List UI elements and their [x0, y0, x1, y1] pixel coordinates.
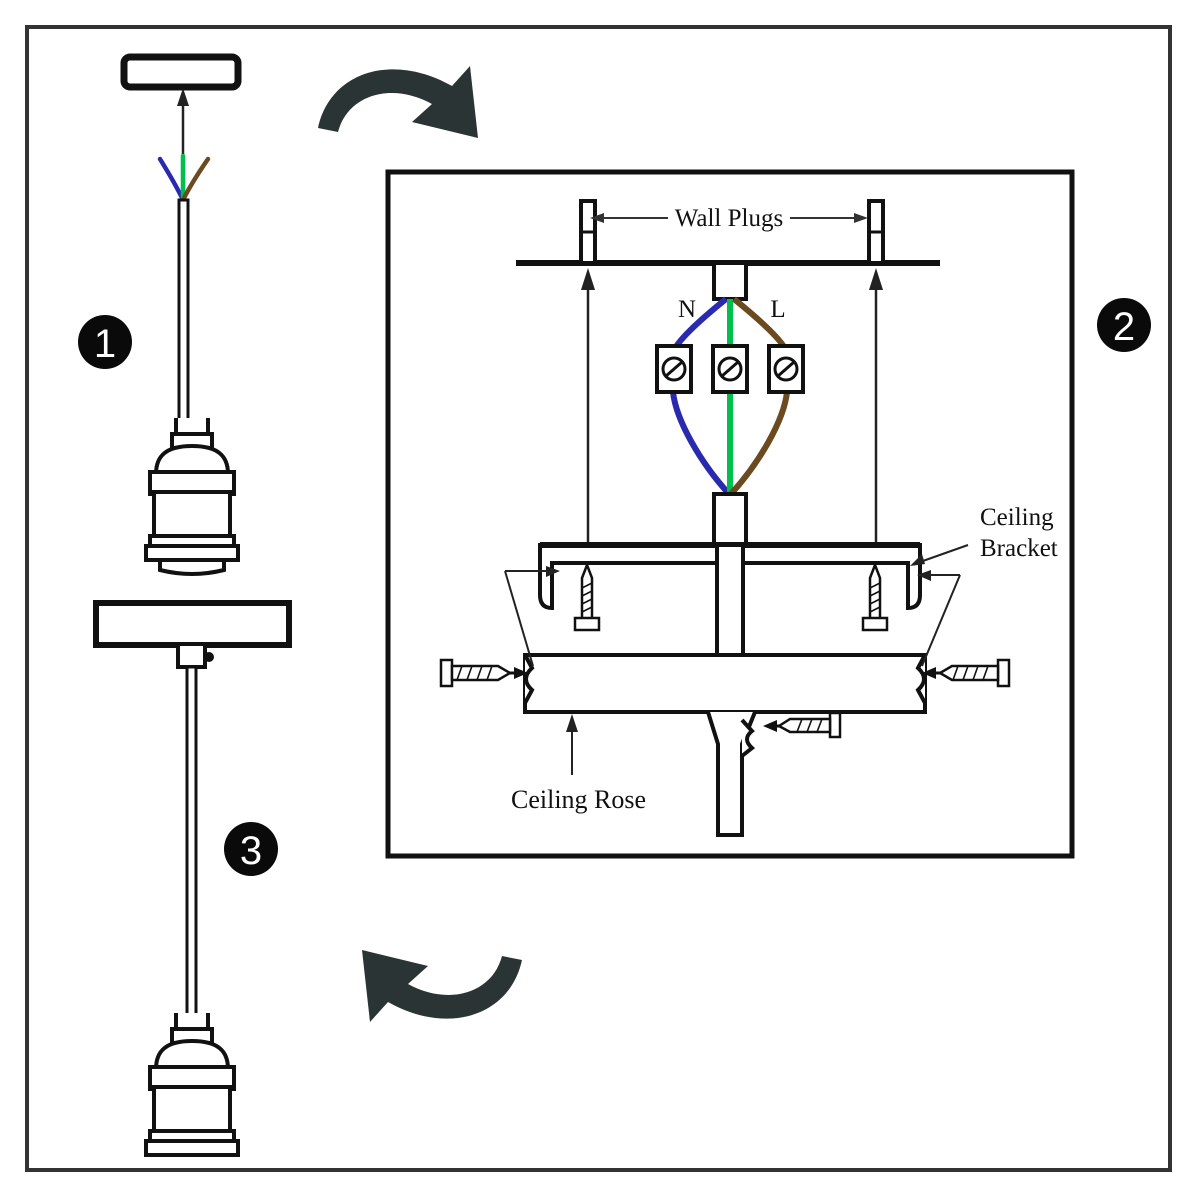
step-badge-3-number: 3: [240, 829, 262, 873]
step3-grip-knob: [204, 652, 214, 662]
step-badge-2-number: 2: [1113, 305, 1135, 349]
bracket-lip-leader-left: [504, 566, 560, 667]
step3-cord-grip: [176, 642, 207, 669]
step-1-group: [120, 53, 242, 576]
bracket-screw-left: [573, 561, 601, 632]
wall-plug-right-arrow: [869, 268, 883, 548]
ceiling-bracket-label-line1: Ceiling: [980, 504, 1054, 531]
terminal-neutral: [655, 344, 693, 394]
terminal-live: [767, 344, 805, 394]
wire-neutral-blue: [157, 156, 186, 203]
bracket-lip-leader-right: [917, 570, 961, 667]
step1-lamp-holder: [144, 418, 240, 576]
step-badge-2[interactable]: 2: [1097, 298, 1151, 352]
rose-screw-right: [922, 658, 1011, 688]
step1-top-plate: [120, 53, 242, 91]
ceiling-rose-label: Ceiling Rose: [511, 785, 646, 814]
terminal-live-label: L: [770, 296, 785, 323]
wall-plugs-leader-left: [590, 213, 668, 223]
step-3-group: [93, 600, 292, 1157]
wall-plug-right: [867, 199, 885, 265]
step1-cable: [177, 198, 190, 424]
curved-arrow-left-icon: [362, 950, 522, 1022]
ceiling-rose-leader: [566, 714, 578, 775]
terminal-earth: [711, 344, 749, 394]
ceiling-rose: [523, 653, 927, 714]
rose-grub-screw: [763, 711, 842, 739]
outer-frame: [25, 25, 1172, 1172]
step3-lamp-holder: [144, 1013, 240, 1157]
step3-cable: [185, 665, 198, 1021]
rose-cord-grip: [706, 711, 757, 837]
ceiling-flex-top: [712, 261, 748, 301]
wall-plug-left-arrow: [581, 268, 595, 548]
bracket-screw-right: [861, 561, 889, 632]
step-badge-1-number: 1: [94, 322, 116, 366]
step-badge-1[interactable]: 1: [78, 315, 132, 369]
wall-plugs-label: Wall Plugs: [675, 205, 783, 232]
wall-plug-left: [579, 199, 597, 265]
wire-live-brown: [180, 156, 211, 203]
curved-arrow-right-icon: [318, 66, 478, 138]
ceiling-bracket-label-line2: Bracket: [980, 535, 1058, 562]
step-badge-3[interactable]: 3: [224, 822, 278, 876]
bracket-center-tube: [715, 543, 745, 659]
wall-plugs-leader-right: [790, 213, 868, 223]
rose-screw-left: [439, 658, 528, 688]
step-2-group: Wall Plugs N L: [439, 199, 1058, 837]
ceiling-bracket-leader: [910, 544, 969, 566]
terminal-neutral-label: N: [678, 296, 696, 323]
step3-ceiling-plate: [93, 600, 292, 648]
